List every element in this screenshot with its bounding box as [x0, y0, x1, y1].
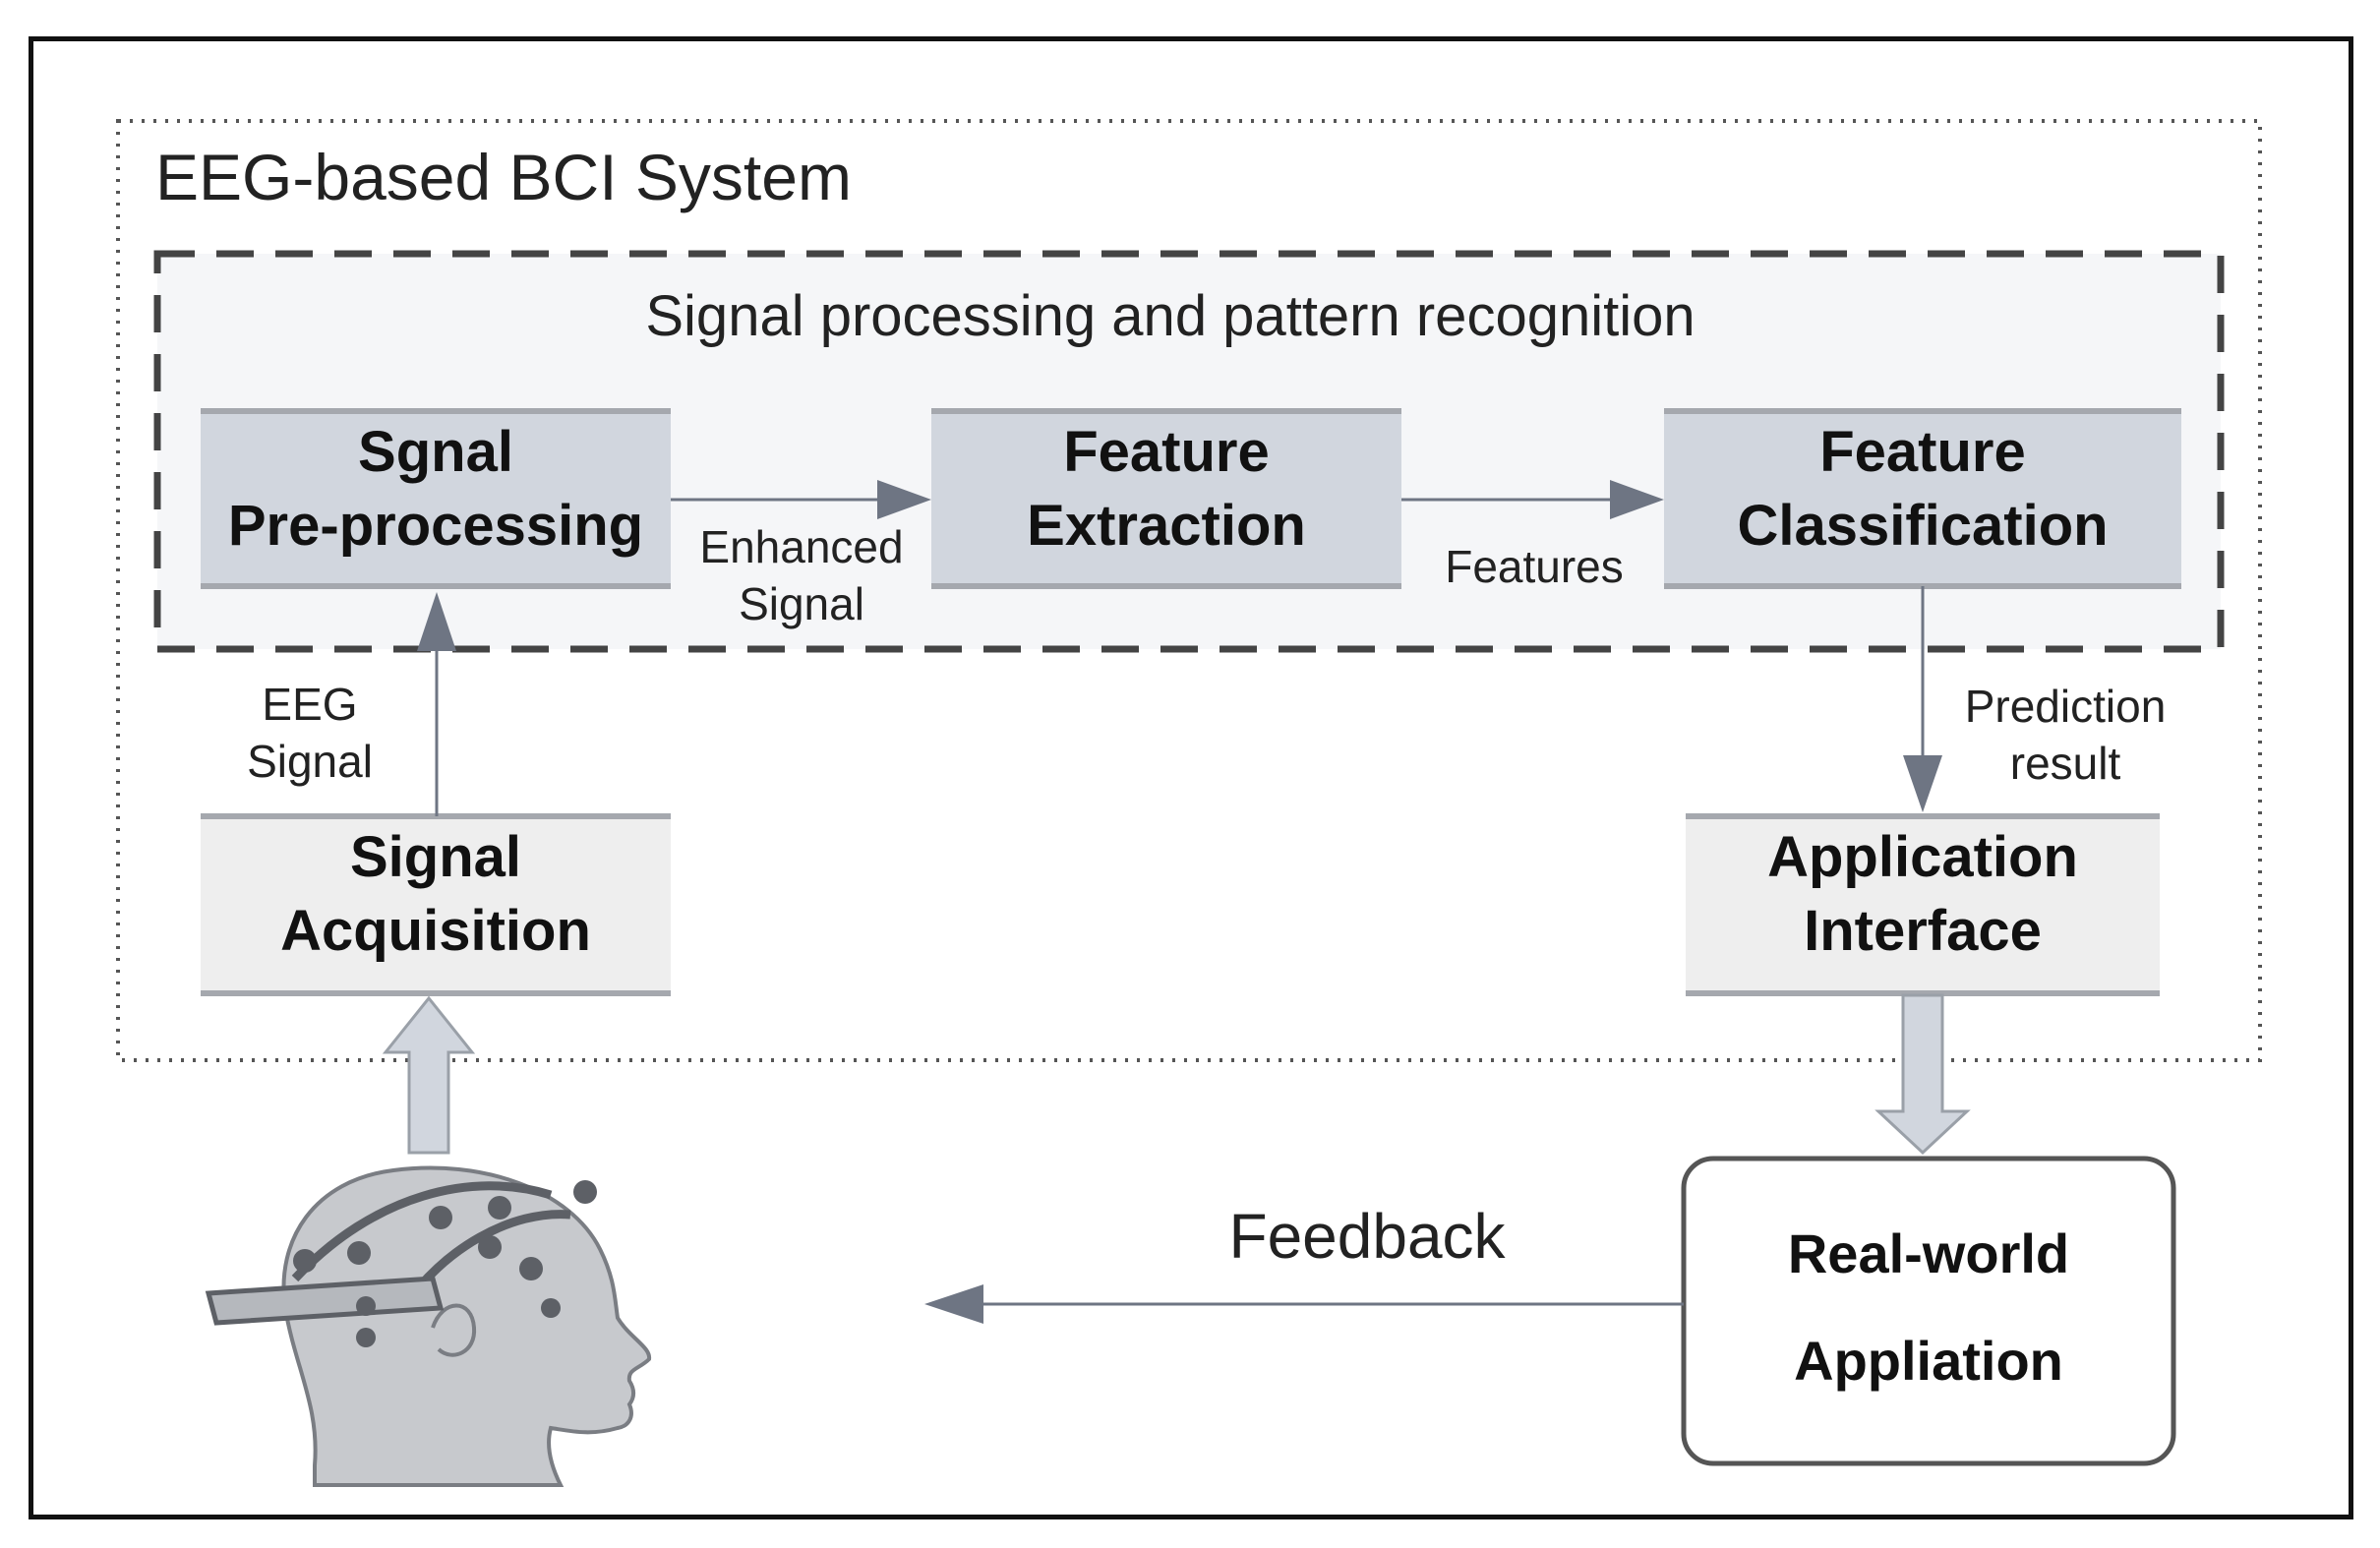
arrow-eeg-signal: [417, 592, 456, 816]
app-interface-label: Application Interface: [1767, 825, 2078, 964]
head-silhouette: [281, 1165, 652, 1487]
classification-label: Feature Classification: [1737, 420, 2109, 559]
eeg-head-illustration: [205, 1165, 652, 1487]
hollow-arrow-down: [1874, 993, 1971, 1156]
acquisition-box: [201, 813, 671, 996]
arrow-feedback: [924, 1284, 1684, 1324]
classification-box: [1664, 408, 2181, 589]
features-label: Features: [1445, 541, 1624, 592]
arrow-features: [1401, 480, 1664, 519]
enhanced-signal-label: Enhanced Signal: [699, 521, 904, 629]
preprocessing-label: Sgnal Pre-processing: [227, 420, 644, 559]
figure-border: [29, 36, 2353, 1519]
prediction-result-label: Prediction result: [1964, 681, 2167, 789]
real-world-label: Real-world Appliation: [1787, 1222, 2070, 1393]
acquisition-label: Signal Acquisition: [280, 825, 591, 964]
arrow-prediction-result: [1903, 586, 1942, 812]
feedback-label: Feedback: [1228, 1201, 1506, 1272]
hollow-arrow-up: [382, 995, 476, 1155]
preprocessing-box: [201, 408, 671, 589]
extraction-label: Feature Extraction: [1027, 420, 1306, 559]
real-world-box: [1681, 1156, 2176, 1466]
processing-group-title: Signal processing and pattern recognitio…: [645, 284, 1696, 348]
eeg-signal-label: EEG Signal: [247, 679, 373, 787]
app-interface-box: [1686, 813, 2160, 996]
extraction-box: [931, 408, 1401, 589]
arrow-enhanced-signal: [671, 480, 931, 519]
system-title: EEG-based BCI System: [155, 141, 852, 213]
